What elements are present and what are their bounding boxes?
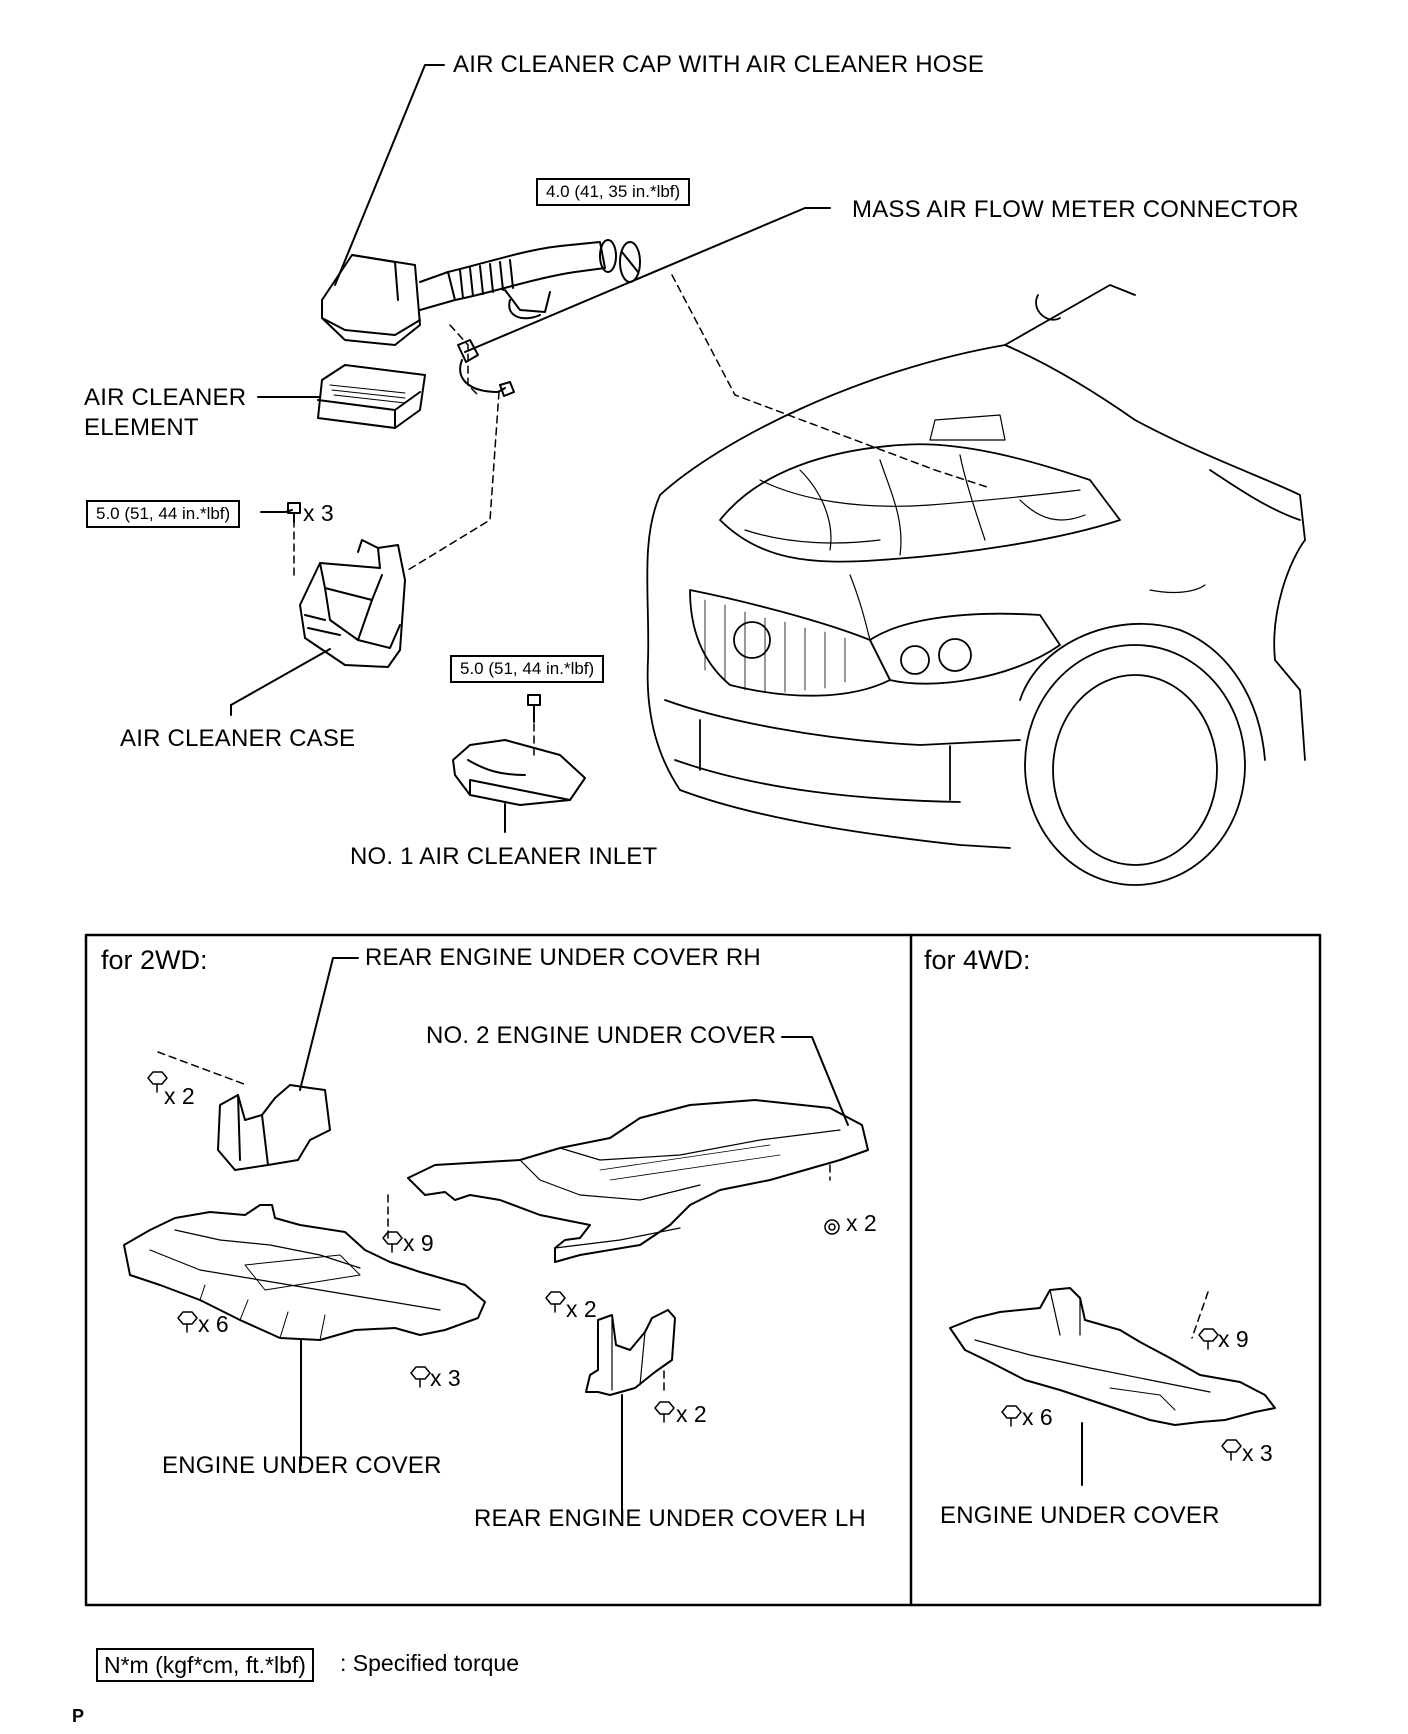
- legend-torque-text: : Specified torque: [340, 1650, 520, 1676]
- label-air-cleaner-element-line2: ELEMENT: [84, 414, 199, 441]
- bolt-icon: [527, 694, 541, 723]
- torque-hose-clamp: 4.0 (41, 35 in.*lbf): [536, 178, 691, 206]
- bolt-icon: [1001, 1405, 1022, 1427]
- qty-rh-bolt: x 2: [164, 1083, 195, 1109]
- qty-lh-bolt: x 2: [676, 1401, 707, 1427]
- bolt-icon: [382, 1231, 403, 1253]
- label-mass-air-flow-meter-connector: MASS AIR FLOW METER CONNECTOR: [852, 196, 1299, 223]
- section-header-4wd: for 4WD:: [924, 945, 1031, 975]
- qty-case-bolt: x 3: [303, 500, 334, 526]
- bolt-icon: [410, 1366, 431, 1388]
- bolt-icon: [545, 1291, 566, 1313]
- qty-euc4-bottom: x 3: [1242, 1440, 1273, 1466]
- bolt-icon: [287, 502, 301, 523]
- torque-case-bolt: 5.0 (51, 44 in.*lbf): [86, 500, 241, 528]
- label-air-cleaner-case: AIR CLEANER CASE: [120, 725, 356, 752]
- label-no1-air-cleaner-inlet: NO. 1 AIR CLEANER INLET: [350, 843, 658, 870]
- label-engine-under-cover-2wd: ENGINE UNDER COVER: [162, 1452, 442, 1479]
- qty-euc-left: x 6: [198, 1311, 229, 1337]
- air-cleaner-cap-with-hose: [321, 239, 641, 346]
- bolt-icon: [654, 1401, 675, 1423]
- bolt-icon: [147, 1071, 168, 1093]
- bolt-icon: [1221, 1439, 1242, 1461]
- qty-euc4-top: x 9: [1218, 1326, 1249, 1352]
- under-cover-section-frame: [84, 933, 1322, 1607]
- label-rear-engine-under-cover-lh: REAR ENGINE UNDER COVER LH: [474, 1505, 866, 1532]
- qty-euc4-left: x 6: [1022, 1404, 1053, 1430]
- no1-air-cleaner-inlet: [452, 739, 586, 806]
- leader-lines: [230, 64, 831, 833]
- qty-no2-front-bolt: x 2: [566, 1296, 597, 1322]
- qty-euc-top: x 9: [403, 1230, 434, 1256]
- rear-engine-under-cover-lh: [585, 1309, 676, 1396]
- label-no2-engine-under-cover: NO. 2 ENGINE UNDER COVER: [426, 1022, 777, 1049]
- bolt-icon: [177, 1311, 198, 1333]
- page-mark: P: [72, 1706, 85, 1726]
- section-header-2wd: for 2WD:: [101, 945, 208, 975]
- nut-icon: [824, 1219, 840, 1235]
- dashed-alignment-lines: [157, 274, 1209, 1396]
- bolt-icon: [1198, 1328, 1219, 1350]
- engine-under-cover-4wd: [949, 1287, 1276, 1426]
- engine-under-cover-2wd: [123, 1204, 486, 1341]
- rear-engine-under-cover-rh: [217, 1084, 331, 1171]
- label-air-cleaner-cap: AIR CLEANER CAP WITH AIR CLEANER HOSE: [453, 51, 985, 78]
- label-rear-engine-under-cover-rh: REAR ENGINE UNDER COVER RH: [365, 944, 761, 971]
- label-engine-under-cover-4wd: ENGINE UNDER COVER: [940, 1502, 1220, 1529]
- air-cleaner-case: [299, 539, 406, 668]
- leader-lines-under-cover: [299, 957, 1083, 1521]
- qty-euc-bottom: x 3: [430, 1365, 461, 1391]
- no2-engine-under-cover: [407, 1099, 869, 1263]
- legend-torque-box: N*m (kgf*cm, ft.*lbf): [96, 1648, 314, 1682]
- torque-inlet-bolt: 5.0 (51, 44 in.*lbf): [450, 655, 605, 683]
- qty-no2-rear-nut: x 2: [846, 1210, 877, 1236]
- air-cleaner-element: [317, 364, 426, 429]
- mass-air-flow-meter-connector: [457, 339, 515, 397]
- label-air-cleaner-element-line1: AIR CLEANER: [84, 384, 247, 411]
- vehicle-outline: [646, 284, 1306, 886]
